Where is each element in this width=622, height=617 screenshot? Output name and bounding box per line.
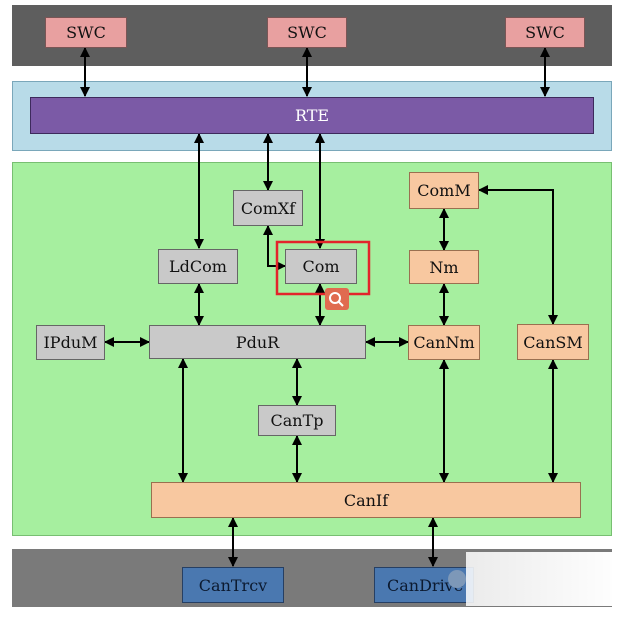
swc-box-1: SWC xyxy=(45,17,127,48)
canif-box: CanIf xyxy=(151,482,581,518)
comxf-box: ComXf xyxy=(233,190,303,226)
cantrcv-box: CanTrcv xyxy=(182,567,284,603)
comm-box: ComM xyxy=(409,172,479,209)
watermark-fade xyxy=(466,552,622,606)
cannm-box: CanNm xyxy=(408,325,480,360)
nm-box: Nm xyxy=(409,250,479,284)
cansm-box: CanSM xyxy=(517,324,589,360)
pdur-box: PduR xyxy=(149,325,366,359)
arrow-comm-cansm xyxy=(478,185,558,325)
ldcom-box: LdCom xyxy=(158,249,238,284)
swc-box-3: SWC xyxy=(505,17,585,48)
cantp-box: CanTp xyxy=(258,405,336,436)
search-icon[interactable] xyxy=(325,288,349,310)
rte-box: RTE xyxy=(30,97,594,134)
ipdum-box: IPduM xyxy=(36,325,105,360)
swc-box-2: SWC xyxy=(267,17,347,48)
magnifier-icon xyxy=(448,570,466,588)
arrow-comxf-com xyxy=(263,225,286,271)
com-highlight-frame xyxy=(275,240,371,296)
com-box: Com xyxy=(285,249,357,284)
